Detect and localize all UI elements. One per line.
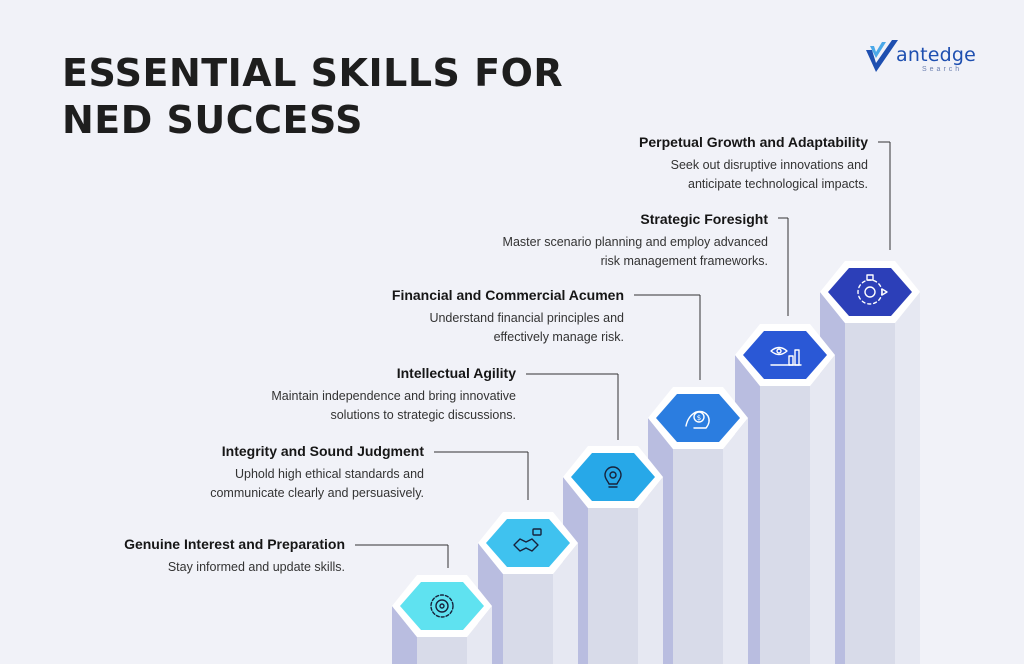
logo-subtitle: Search <box>922 66 963 73</box>
stair-right-face <box>638 477 663 664</box>
stair-right-face <box>810 355 835 664</box>
leader-line-4 <box>634 294 701 380</box>
stair-step-6 <box>820 261 920 664</box>
stair-top-color <box>486 519 570 567</box>
stair-top-color <box>400 582 484 630</box>
skill-description-line: Understand financial principles and <box>429 311 624 325</box>
stair-top-color <box>828 268 912 316</box>
leader-line-3 <box>526 373 619 440</box>
skill-title: Perpetual Growth and Adaptability <box>639 134 868 150</box>
stair-front-face <box>417 637 467 664</box>
stair-step-1 <box>392 575 492 664</box>
stair-front-face <box>760 386 810 664</box>
skill-title: Strategic Foresight <box>640 211 768 227</box>
stair-right-face <box>553 543 578 664</box>
stair-front-face <box>588 508 638 664</box>
leader-line-1 <box>355 544 449 568</box>
leader-line-2 <box>434 451 529 500</box>
skill-description: Stay informed and update skills. <box>124 558 345 577</box>
skill-title: Integrity and Sound Judgment <box>221 443 424 459</box>
stair-top-color <box>571 453 655 501</box>
skill-description-line: risk management frameworks. <box>600 254 768 268</box>
stair-front-face <box>673 449 723 664</box>
skill-description-line: Seek out disruptive innovations and <box>670 158 868 172</box>
skill-description-line: communicate clearly and persuasively. <box>210 486 424 500</box>
lightbulb-gear-icon <box>604 466 622 488</box>
stair-front-face <box>503 574 553 664</box>
skill-description-line: Uphold high ethical standards and <box>234 467 424 481</box>
title-line-2: NED SUCCESS <box>62 98 364 142</box>
brain-gear-icon <box>430 594 454 618</box>
skill-description-line: solutions to strategic discussions. <box>330 408 516 422</box>
skill-description: Understand financial principles and effec… <box>392 309 624 347</box>
skill-description-line: effectively manage risk. <box>493 330 624 344</box>
skill-title: Intellectual Agility <box>396 365 516 381</box>
stair-right-face <box>895 292 920 664</box>
stair-top-color <box>656 394 740 442</box>
skill-description-line: Maintain independence and bring innovati… <box>271 389 516 403</box>
stair-left-face <box>392 606 417 664</box>
handshake-icon <box>513 528 542 552</box>
skill-title: Genuine Interest and Preparation <box>124 536 345 552</box>
skill-description: Maintain independence and bring innovati… <box>271 387 516 425</box>
checkmark-logo-icon <box>866 40 898 72</box>
svg-text:$: $ <box>697 414 701 422</box>
stair-front-face <box>845 323 895 664</box>
title-line-1: ESSENTIAL SKILLS FOR <box>62 51 564 95</box>
brand-logo: antedge Search <box>862 36 992 76</box>
skill-title: Financial and Commercial Acumen <box>391 287 624 303</box>
skill-description-line: Stay informed and update skills. <box>167 560 345 574</box>
stair-right-face <box>723 418 748 664</box>
eye-chart-icon <box>770 346 802 366</box>
skill-description: Master scenario planning and employ adva… <box>503 233 768 271</box>
skill-description-line: Master scenario planning and employ adva… <box>502 235 768 249</box>
skill-description: Seek out disruptive innovations and antic… <box>639 156 868 194</box>
skill-description: Uphold high ethical standards and communi… <box>210 465 424 503</box>
stair-top-color <box>743 331 827 379</box>
leader-line-6 <box>878 141 891 250</box>
skill-description-line: anticipate technological impacts. <box>688 177 868 191</box>
gear-process-icon <box>857 274 888 305</box>
stair-step-2 <box>478 512 578 664</box>
page-title: ESSENTIAL SKILLS FOR NED SUCCESS <box>62 50 563 144</box>
stair-step-3 <box>563 446 663 664</box>
stair-right-face <box>467 606 492 664</box>
hand-coin-icon: $ <box>685 410 710 429</box>
logo-wordmark: antedge <box>896 44 977 66</box>
leader-line-5 <box>778 217 789 316</box>
stair-step-5 <box>735 324 835 664</box>
